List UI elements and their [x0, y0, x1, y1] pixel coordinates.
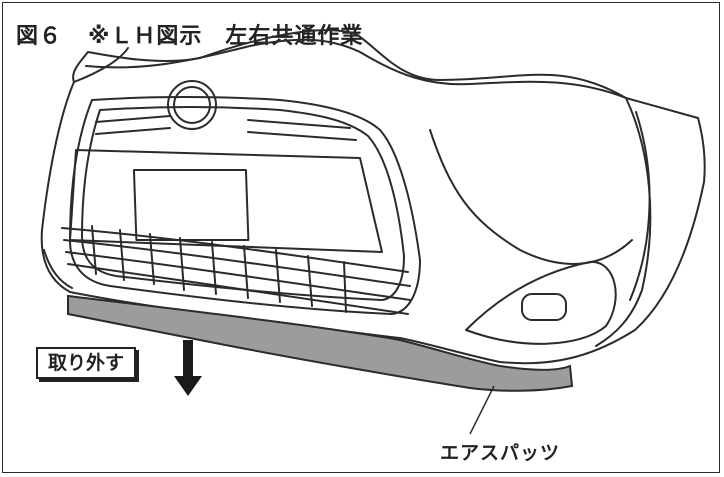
fog-lamp: [521, 293, 567, 321]
figure-note: ※ＬＨ図示 左右共通作業: [88, 24, 364, 49]
left-lower-edge: [43, 249, 73, 289]
license-plate: [132, 169, 250, 241]
bumper-right-inner: [629, 111, 651, 301]
fog-lamp-housing: [465, 260, 617, 345]
grille-frame: [69, 96, 421, 315]
corner-crease: [429, 129, 633, 265]
bumper-outline: [40, 29, 706, 365]
remove-instruction-label: 取り外す: [36, 347, 137, 379]
lower-grille-slat-4: [67, 263, 409, 315]
figure-number: 図６: [16, 24, 63, 49]
lower-grille-slat-1: [61, 227, 409, 273]
down-arrow-icon: [174, 340, 202, 396]
lower-grille-slat-3: [65, 251, 411, 301]
lower-grille-slat-2: [63, 239, 411, 287]
lower-grille-verticals: [91, 225, 347, 313]
grille-bar-upper: [95, 115, 357, 141]
figure-title: 図６ ※ＬＨ図示 左右共通作業: [16, 18, 363, 50]
emblem: [167, 80, 217, 130]
plate-recess: [69, 149, 383, 253]
emblem-inner: [173, 86, 211, 124]
left-side-crease: [73, 47, 129, 83]
bumper-top-lip: [85, 38, 627, 99]
air-spats: [67, 294, 574, 392]
air-spats-label: エアスパッツ: [440, 442, 561, 464]
grille-frame-inner: [81, 106, 405, 301]
callout-leader: [469, 385, 495, 435]
figure-frame: [2, 2, 720, 473]
bumper-right-edge: [595, 97, 652, 347]
